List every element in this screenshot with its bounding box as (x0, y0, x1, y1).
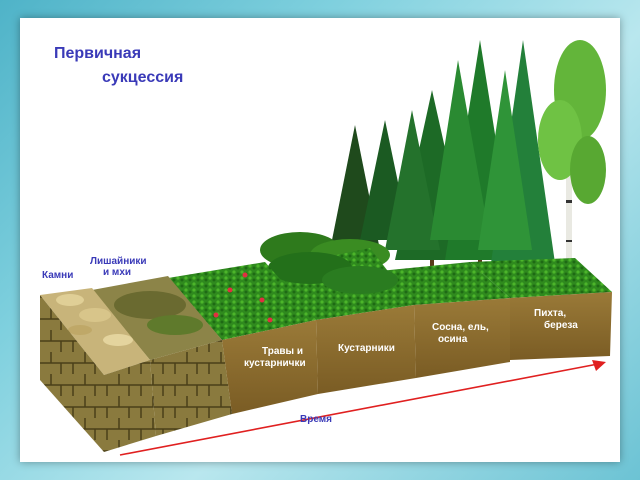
label-time: Время (300, 414, 332, 425)
title-line-1: Первичная (54, 45, 141, 62)
label-grasses-2: кустарнички (244, 358, 306, 369)
label-pine-1: Сосна, ель, (432, 322, 489, 333)
block-stones (40, 288, 156, 452)
block-grasses (168, 262, 318, 414)
label-stones: Камни (42, 270, 73, 281)
time-arrow-head (592, 360, 606, 371)
time-arrow-line (119, 363, 599, 456)
label-fir-1: Пихта, (534, 308, 566, 319)
label-fir-2: береза (544, 319, 578, 331)
label-shrubs: Кустарники (338, 343, 395, 354)
label-lichens-1: Лишайники (90, 256, 147, 267)
label-lichens-2: и мхи (103, 267, 131, 278)
block-shrubs (265, 248, 416, 394)
block-fir-birch (470, 258, 612, 360)
block-lichens (92, 276, 232, 436)
label-pine-2: осина (438, 334, 468, 345)
title-line-2: сукцессия (102, 69, 183, 86)
label-grasses-1: Травы и (262, 346, 303, 357)
